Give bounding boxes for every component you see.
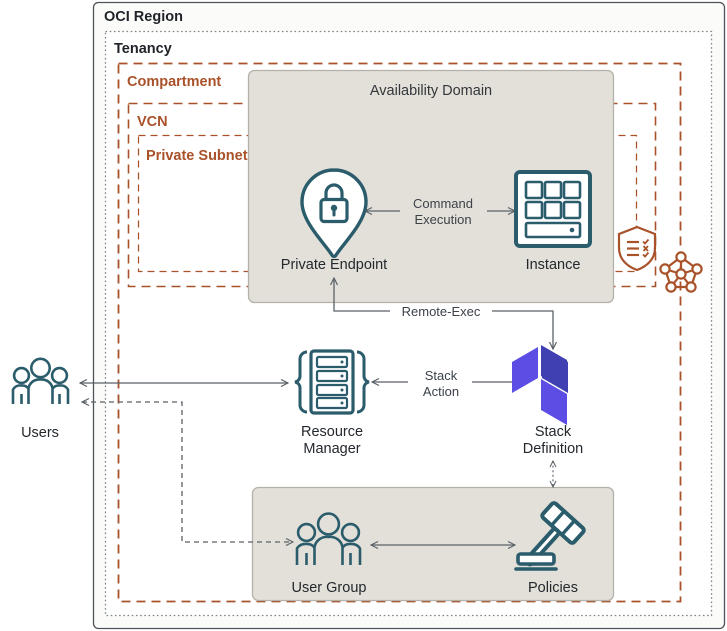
policies-label: Policies	[528, 580, 578, 596]
command-execution-label-line1: Command	[413, 196, 473, 211]
instance-label: Instance	[526, 257, 581, 273]
stack-action-label-line1: Stack	[425, 368, 458, 383]
oci-region-label: OCI Region	[104, 9, 183, 25]
stack-action-label-line2: Action	[423, 384, 459, 399]
vcn-label: VCN	[137, 114, 168, 130]
server-grid-icon	[514, 170, 592, 248]
shield-checklist-icon	[617, 225, 657, 272]
node-users[interactable]: Users	[11, 357, 70, 441]
resource-manager-label-line2: Manager	[303, 441, 360, 457]
edge-users-user-group	[82, 402, 293, 542]
private-endpoint-label: Private Endpoint	[281, 257, 387, 273]
node-network-mesh[interactable]	[659, 251, 703, 293]
server-rack-braces-icon	[294, 349, 370, 415]
node-security-list[interactable]	[617, 225, 657, 272]
users-label: Users	[21, 425, 59, 441]
node-instance[interactable]: Instance	[514, 170, 592, 273]
node-private-endpoint[interactable]: Private Endpoint	[281, 168, 387, 273]
node-policies[interactable]: Policies	[512, 501, 586, 596]
edge-stack-action: Stack Action	[372, 368, 520, 399]
edge-command-execution: Command Execution	[365, 196, 515, 227]
container-compartment: Compartment	[117, 62, 682, 603]
user-group-icon	[295, 512, 362, 565]
map-pin-lock-icon	[300, 168, 368, 259]
user-group-label: User Group	[292, 580, 367, 596]
gavel-icon	[514, 501, 586, 571]
stack-definition-label-line1: Stack	[535, 424, 572, 440]
stack-definition-label-line2: Definition	[523, 441, 583, 457]
node-stack-definition[interactable]: Stack Definition	[512, 331, 583, 457]
node-user-group[interactable]: User Group	[292, 512, 367, 596]
node-resource-manager[interactable]: Resource Manager	[294, 349, 370, 457]
compartment-label: Compartment	[127, 74, 221, 90]
terraform-logo-icon	[512, 345, 568, 425]
network-mesh-icon	[659, 251, 703, 293]
resource-manager-label-line1: Resource	[301, 424, 363, 440]
private-subnet-label: Private Subnet	[146, 148, 248, 164]
availability-domain-label: Availability Domain	[370, 83, 492, 99]
tenancy-label: Tenancy	[114, 41, 172, 57]
command-execution-label-line2: Execution	[414, 212, 471, 227]
edge-remote-exec: Remote-Exec	[334, 278, 553, 349]
users-icon	[11, 357, 70, 404]
remote-exec-label: Remote-Exec	[402, 304, 481, 319]
